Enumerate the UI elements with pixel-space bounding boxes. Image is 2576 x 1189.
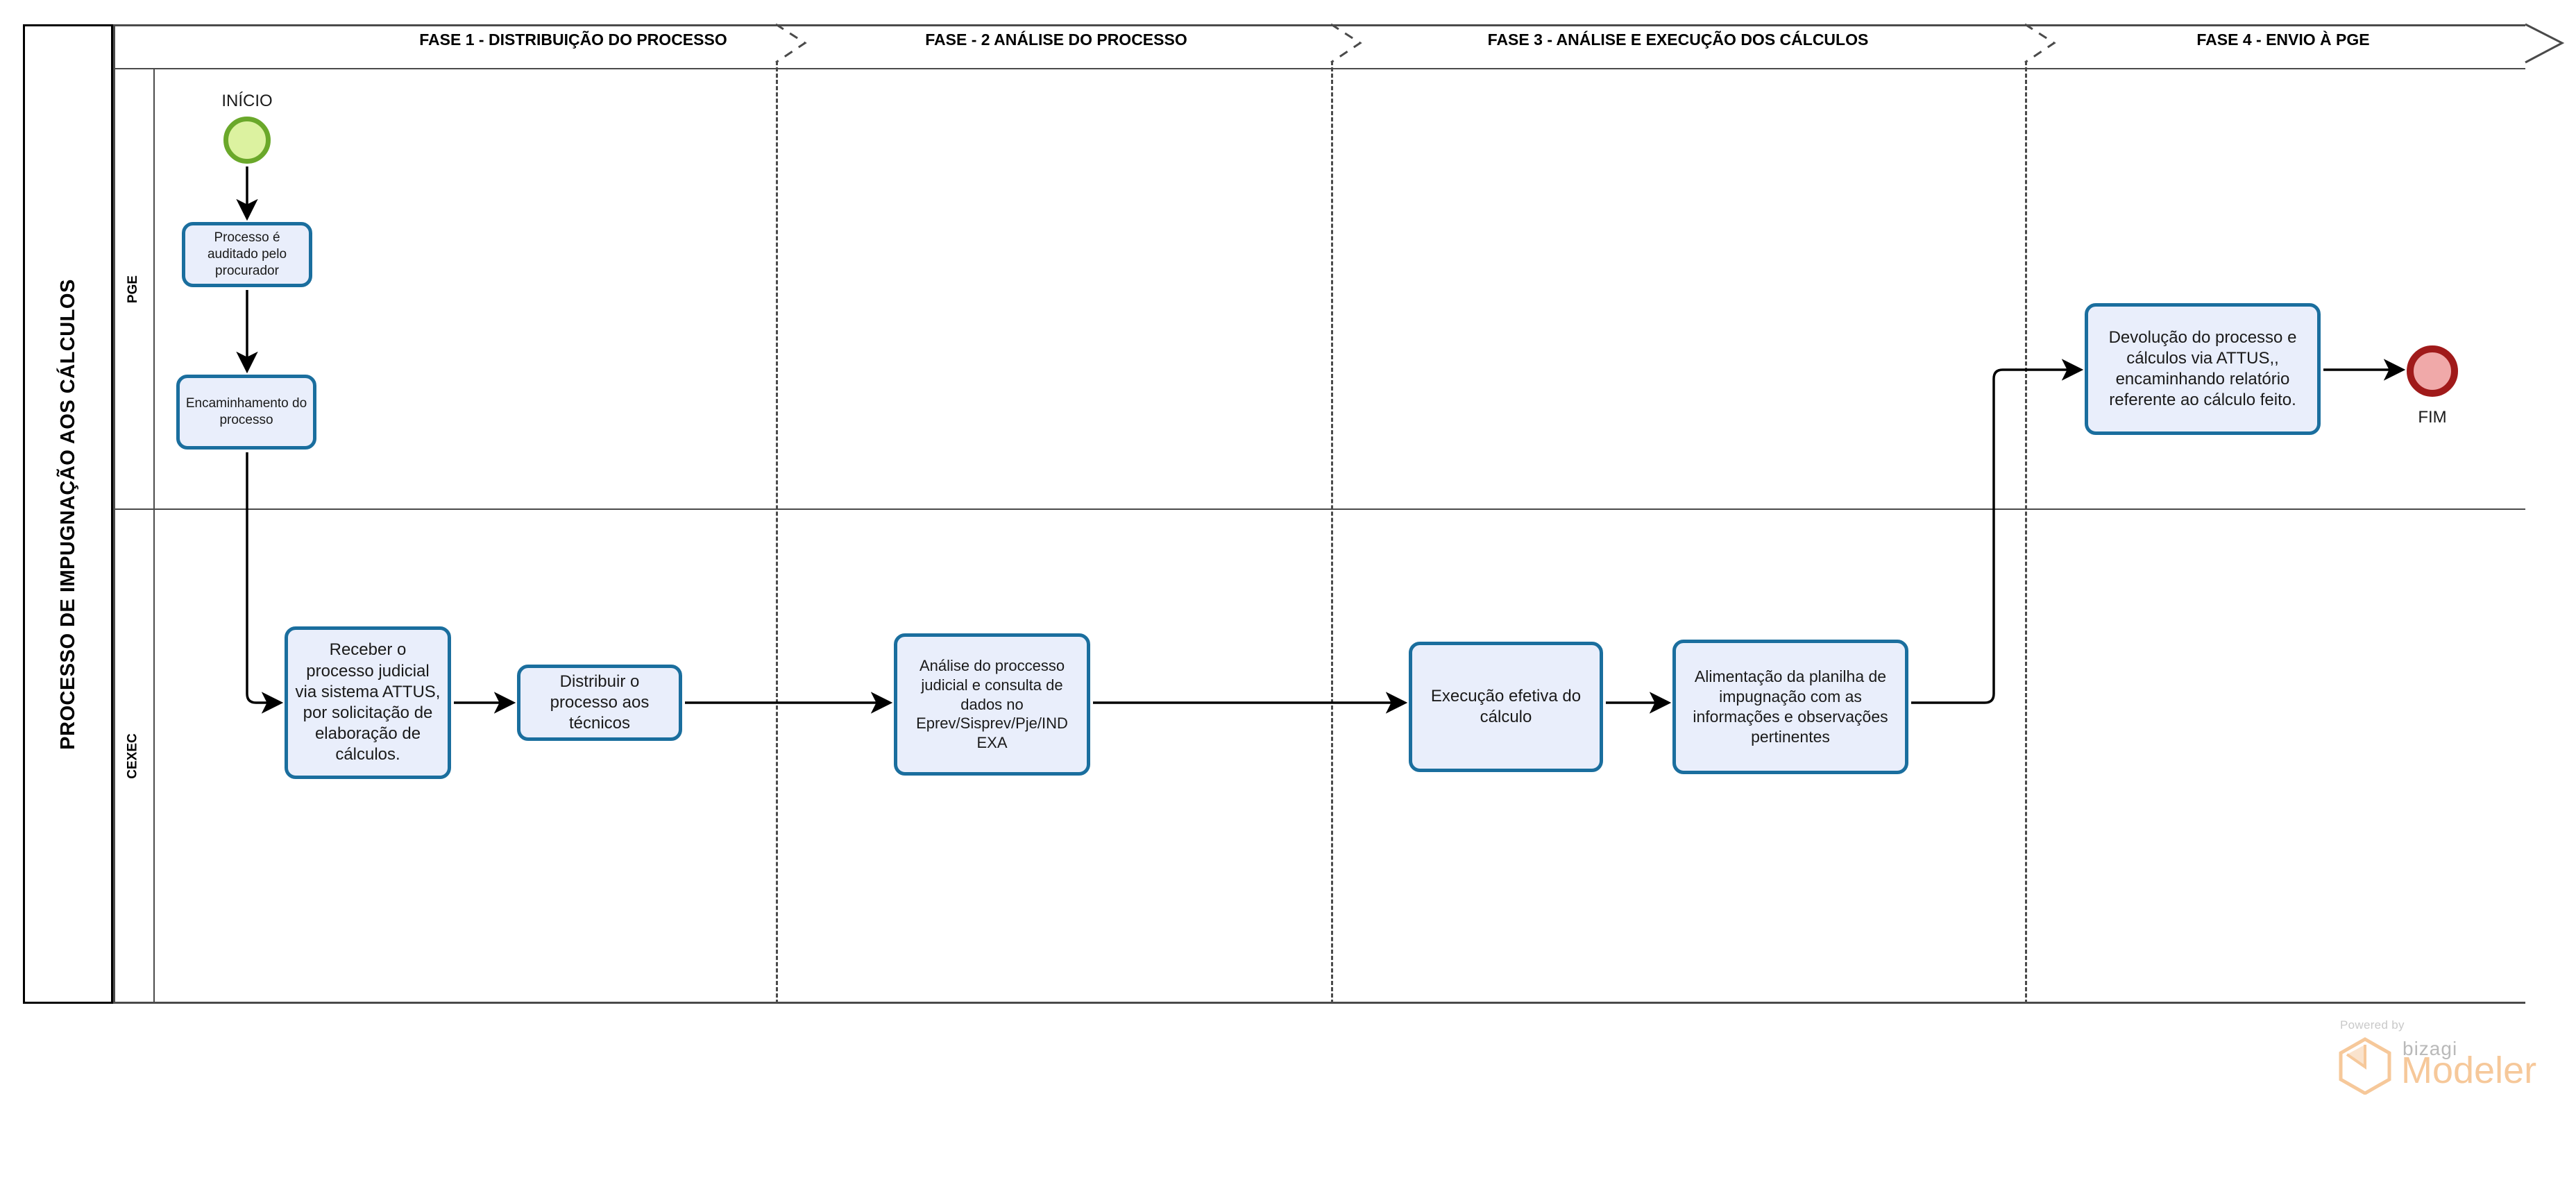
lane-label-pge: PGE (113, 69, 155, 508)
task-label: Análise do proccesso judicial e consulta… (916, 657, 1068, 752)
lane-label-cexec: CEXEC (113, 508, 155, 1004)
powered-by-label: Powered by (2340, 1018, 2405, 1032)
task-execucao-calculo[interactable]: Execução efetiva do cálculo (1409, 642, 1603, 772)
bizagi-wordmark: bizagi (2403, 1038, 2458, 1059)
end-event-label: FIM (2418, 408, 2447, 427)
task-label: Devolução do processo e cálculos via ATT… (2108, 327, 2297, 410)
pool-body (113, 24, 2525, 1004)
task-devolucao-processo[interactable]: Devolução do processo e cálculos via ATT… (2085, 303, 2321, 435)
task-label: Alimentação da planilha de impugnação co… (1693, 667, 1888, 746)
task-receber-processo[interactable]: Receber o processo judicial via sistema … (285, 626, 451, 779)
task-alimentacao-planilha[interactable]: Alimentação da planilha de impugnação co… (1672, 640, 1908, 774)
start-event[interactable] (223, 117, 271, 164)
modeler-wordmark: Modeler (2401, 1050, 2537, 1091)
phase-label-fase3: FASE 3 - ANÁLISE E EXECUÇÃO DOS CÁLCULOS (1487, 31, 1869, 49)
task-encaminhamento[interactable]: Encaminhamento do processo (176, 375, 316, 450)
bizagi-modeler-logo: Powered by bizagi Modeler (2330, 1018, 2539, 1098)
task-processo-auditado[interactable]: Processo é auditado pelo procurador (182, 222, 312, 287)
phase-label-fase2: FASE - 2 ANÁLISE DO PROCESSO (925, 31, 1187, 49)
pool-title-column: PROCESSO DE IMPUGNAÇÃO AOS CÁLCULOS (23, 24, 113, 1004)
lane-separator (113, 508, 2525, 510)
phase-label-fase4: FASE 4 - ENVIO À PGE (2196, 31, 2370, 49)
task-label: Distribuir o processo aos técnicos (550, 672, 650, 733)
pool-right-chevron (2525, 23, 2565, 64)
start-event-label: INÍCIO (221, 92, 273, 110)
phase-divider-1 (776, 61, 778, 1004)
phase-divider-3 (2025, 61, 2027, 1004)
task-label: Encaminhamento do processo (185, 396, 307, 427)
bizagi-hexagon-icon (2339, 1037, 2391, 1095)
task-distribuir-processo[interactable]: Distribuir o processo aos técnicos (517, 665, 682, 741)
task-label: Receber o processo judicial via sistema … (295, 640, 441, 764)
task-label: Execução efetiva do cálculo (1430, 686, 1582, 726)
lane-label-cexec-text: CEXEC (126, 733, 140, 779)
end-event[interactable] (2407, 345, 2458, 397)
task-label: Processo é auditado pelo procurador (207, 230, 287, 278)
task-analise-processo[interactable]: Análise do proccesso judicial e consulta… (894, 633, 1090, 776)
phase-header-band (113, 24, 2525, 69)
phase-divider-2 (1331, 61, 1333, 1004)
pool-title: PROCESSO DE IMPUGNAÇÃO AOS CÁLCULOS (56, 278, 79, 750)
phase-label-fase1: FASE 1 - DISTRIBUIÇÃO DO PROCESSO (419, 31, 727, 49)
lane-label-pge-text: PGE (126, 275, 140, 303)
